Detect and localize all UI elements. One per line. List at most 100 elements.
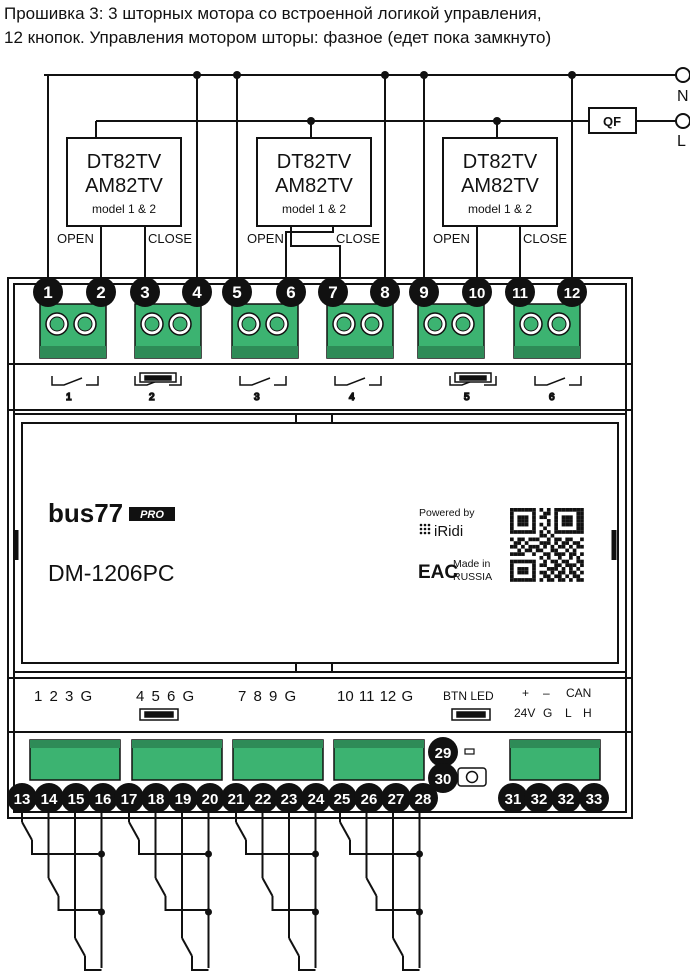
terminal-badge-8: 8 [370,277,400,307]
motor-3-name1: DT82TV [463,151,538,173]
push-button-5[interactable] [154,877,209,911]
terminal-badge-can-3: 32 [551,783,581,813]
terminal-badge-12: 12 [557,277,587,307]
svg-text:12: 12 [564,285,581,302]
svg-text:21: 21 [228,791,245,808]
terminal-badge-14: 14 [34,783,64,813]
terminal-badge-9: 9 [409,277,439,307]
eac-mark: EAC [418,562,458,583]
relay-2-label: 2 [149,392,155,403]
svg-text:32: 32 [531,791,548,808]
svg-text:15: 15 [68,791,85,808]
terminal-badge-15: 15 [61,783,91,813]
terminal-badge-13: 13 [7,783,37,813]
minus-label: – [543,686,550,700]
svg-text:18: 18 [148,791,165,808]
terminal-badge-22: 22 [248,783,278,813]
relay-1-label: 1 [66,392,72,403]
screw-icon[interactable] [423,312,447,336]
svg-text:10: 10 [469,285,486,302]
group-2-label: 4 5 6 G [136,688,194,705]
terminal-badge-3: 3 [130,277,160,307]
group-4-label: 10 11 12 G [337,688,413,705]
brand-name: bus77 [48,498,123,528]
terminal-badge-24: 24 [301,783,331,813]
v24-label: 24V [514,706,535,720]
push-button-9[interactable] [288,937,316,971]
relay-3: 3 [239,376,287,404]
screw-icon[interactable] [519,312,543,336]
push-button-11[interactable] [365,877,420,911]
plus-label: + [522,686,529,700]
screw-icon[interactable] [140,312,164,336]
screw-icon[interactable] [332,312,356,336]
bottom-block-5 [509,739,601,781]
iridi-logo-icon [419,523,431,535]
terminal-badge-20: 20 [195,783,225,813]
terminal-badge-29: 29 [428,737,458,767]
top-block-2 [134,303,202,359]
svg-text:26: 26 [361,791,378,808]
screw-icon[interactable] [451,312,475,336]
relay-4-label: 4 [349,392,355,403]
svg-text:2: 2 [96,283,105,302]
iridi-label: iRidi [434,523,463,540]
push-button-10[interactable] [339,821,420,855]
terminal-badge-4: 4 [182,277,212,307]
push-button-8[interactable] [261,877,316,911]
button-wiring [21,798,423,971]
svg-text:13: 13 [14,791,31,808]
top-block-3 [231,303,299,359]
screw-icon[interactable] [45,312,69,336]
screw-icon[interactable] [168,312,192,336]
screw-icon[interactable] [360,312,384,336]
motor-1-model: model 1 & 2 [92,202,156,216]
push-button-1[interactable] [21,821,102,855]
front-panel: bus77 PRO DM-1206PC Powered by iRidi EAC… [48,498,584,586]
svg-text:17: 17 [121,791,138,808]
motor-2-model: model 1 & 2 [282,202,346,216]
screw-icon[interactable] [237,312,261,336]
svg-text:8: 8 [380,283,389,302]
top-block-5 [417,303,485,359]
service-button[interactable] [457,767,487,787]
svg-text:6: 6 [286,283,295,302]
push-button-3[interactable] [74,937,102,971]
qf-label: QF [603,114,621,129]
bottom-labels: 1 2 3 G 4 5 6 G 7 8 9 G 10 11 12 G BTN L… [34,686,592,721]
svg-text:19: 19 [175,791,192,808]
push-button-4[interactable] [128,821,209,855]
push-button-2[interactable] [47,877,102,911]
svg-text:3: 3 [140,283,149,302]
group-3-label: 7 8 9 G [238,688,296,705]
relay-2: 2 [134,372,182,404]
terminal-wires [47,75,573,292]
relay-5: 5 [449,372,497,404]
terminal-badge-5: 5 [222,277,252,307]
screw-icon[interactable] [265,312,289,336]
made-in-country: RUSSIA [453,571,492,583]
motor-3-name2: AM82TV [461,175,539,197]
top-block-1 [39,303,107,359]
screw-icon[interactable] [547,312,571,336]
push-button-6[interactable] [181,937,209,971]
motor-1-name2: AM82TV [85,175,163,197]
svg-text:14: 14 [41,791,58,808]
svg-text:24: 24 [308,791,325,808]
terminal-badge-19: 19 [168,783,198,813]
relay-5-label: 5 [464,392,470,403]
push-button-12[interactable] [392,937,420,971]
svg-text:30: 30 [435,771,452,788]
svg-text:5: 5 [232,283,241,302]
screw-icon[interactable] [73,312,97,336]
power-lines [44,74,676,122]
device-housing [7,277,633,819]
svg-text:31: 31 [505,791,522,808]
title-line-1: Прошивка 3: 3 шторных мотора со встроенн… [4,4,542,23]
terminal-badge-21: 21 [221,783,251,813]
push-button-7[interactable] [235,821,316,855]
can-l-label: L [565,706,572,720]
